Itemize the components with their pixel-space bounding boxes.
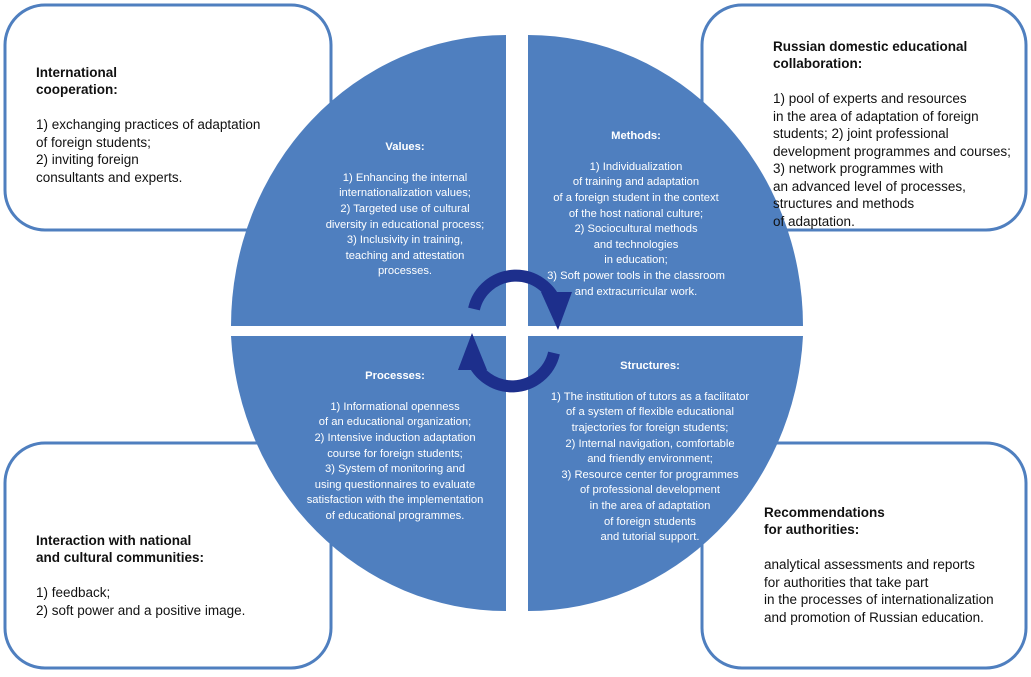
quadrant-values-text: Values: 1) Enhancing the internal intern… [302, 124, 508, 280]
cycle-arrow-lower-head-icon [458, 333, 487, 370]
box-international-cooperation: International cooperation: 1) exchanging… [36, 46, 321, 186]
box-body: 1) feedback; 2) soft power and a positiv… [36, 585, 246, 618]
quadrant-structures-shape [528, 336, 803, 612]
box-national-cultural-communities: Interaction with national and cultural c… [36, 514, 321, 619]
box-title: Russian domestic educational collaborati… [773, 38, 968, 72]
box-bottom-left-frame [3, 441, 333, 670]
box-body: 1) exchanging practices of adaptation of… [36, 117, 261, 185]
quadrant-body: 1) Individualization of training and ada… [547, 160, 725, 298]
quadrant-title: Structures: [620, 359, 680, 372]
quadrant-methods-shape [528, 35, 803, 326]
box-body: 1) pool of experts and resources in the … [773, 91, 1011, 229]
box-title: International cooperation: [36, 64, 118, 98]
box-bottom-right-frame [700, 441, 1028, 670]
quadrant-title: Processes: [365, 369, 425, 382]
box-russian-domestic-collaboration: Russian domestic educational collaborati… [773, 20, 1025, 230]
box-recommendations-authorities: Recommendations for authorities: analyti… [764, 486, 1026, 626]
box-title: Interaction with national and cultural c… [36, 532, 205, 566]
cycle-arrow-upper-head-icon [541, 292, 572, 330]
quadrant-methods-text: Methods: 1) Individualization of trainin… [528, 113, 744, 300]
quadrant-processes-shape [231, 336, 506, 612]
quadrant-structures-text: Structures: 1) The institution of tutors… [534, 343, 766, 546]
quadrant-processes-text: Processes: 1) Informational openness of … [284, 353, 506, 525]
quadrant-title: Methods: [611, 129, 661, 142]
quadrant-body: 1) Informational openness of an educatio… [306, 400, 484, 522]
quadrant-body: 1) Enhancing the internal internationali… [325, 171, 485, 278]
quadrant-body: 1) The institution of tutors as a facili… [550, 390, 750, 544]
box-title: Recommendations for authorities: [764, 504, 885, 538]
quadrant-title: Values: [385, 140, 425, 153]
quadrant-values-shape [231, 35, 506, 326]
box-body: analytical assessments and reports for a… [764, 557, 994, 625]
